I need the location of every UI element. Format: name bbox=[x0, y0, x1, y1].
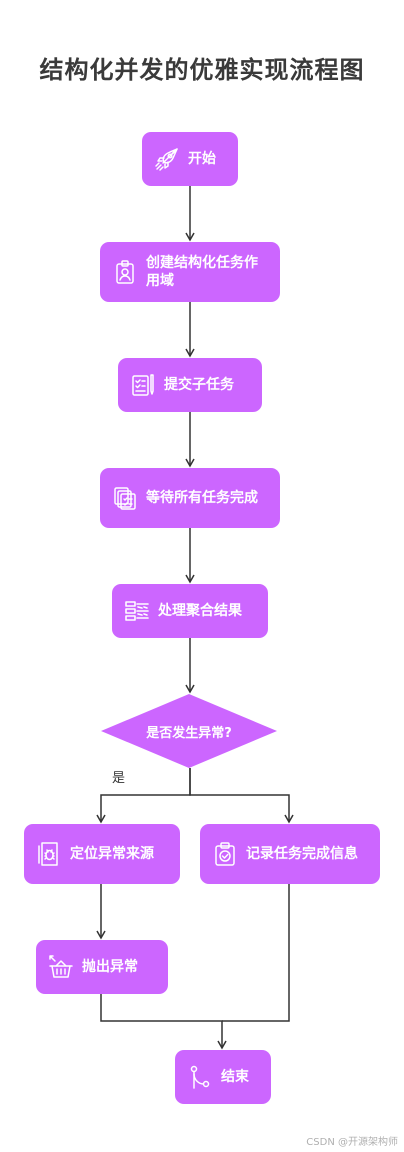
node-start-label: 开始 bbox=[188, 151, 216, 167]
decision-label: 是否发生异常? bbox=[146, 725, 232, 741]
edge-log-to-end bbox=[222, 884, 290, 1022]
stacked-documents-icon bbox=[112, 485, 138, 511]
node-end-label: 结束 bbox=[221, 1069, 249, 1085]
bug-icon bbox=[36, 841, 62, 867]
edge-decision-to-log bbox=[189, 768, 294, 824]
node-throw-exception: 抛出异常 bbox=[36, 940, 168, 994]
node-log-completion: 记录任务完成信息 bbox=[200, 824, 380, 884]
node-start: 开始 bbox=[142, 132, 238, 186]
diagram-title: 结构化并发的优雅实现流程图 bbox=[39, 56, 365, 84]
rocket-icon bbox=[154, 146, 180, 172]
node-aggregate-label: 处理聚合结果 bbox=[158, 603, 242, 619]
node-wait-all: 等待所有任务完成 bbox=[100, 468, 280, 528]
watermark: CSDN @开源架构师 bbox=[306, 1137, 398, 1148]
list-merge-icon bbox=[124, 598, 150, 624]
edge-label-yes: 是 bbox=[112, 771, 126, 786]
node-locate-source: 定位异常来源 bbox=[24, 824, 180, 884]
checklist-pen-icon bbox=[130, 372, 156, 398]
node-end: 结束 bbox=[175, 1050, 271, 1104]
node-create-scope-label: 创建结构化任务作用域 bbox=[146, 255, 258, 289]
decision-diamond bbox=[101, 694, 277, 768]
edge-throw-to-end bbox=[100, 994, 227, 1050]
node-log-completion-label: 记录任务完成信息 bbox=[246, 846, 358, 862]
id-badge-icon bbox=[112, 259, 138, 285]
decision-node: 是否发生异常? bbox=[101, 694, 277, 768]
clipboard-check-icon bbox=[212, 841, 238, 867]
node-locate-source-label: 定位异常来源 bbox=[70, 846, 154, 862]
node-aggregate: 处理聚合结果 bbox=[112, 584, 268, 638]
node-create-scope: 创建结构化任务作用域 bbox=[100, 242, 280, 302]
node-submit-subtasks-label: 提交子任务 bbox=[164, 377, 234, 393]
node-submit-subtasks: 提交子任务 bbox=[118, 358, 262, 412]
git-merge-icon bbox=[187, 1064, 213, 1090]
node-wait-all-label: 等待所有任务完成 bbox=[146, 490, 258, 506]
node-throw-exception-label: 抛出异常 bbox=[82, 959, 138, 975]
basket-out-icon bbox=[48, 954, 74, 980]
